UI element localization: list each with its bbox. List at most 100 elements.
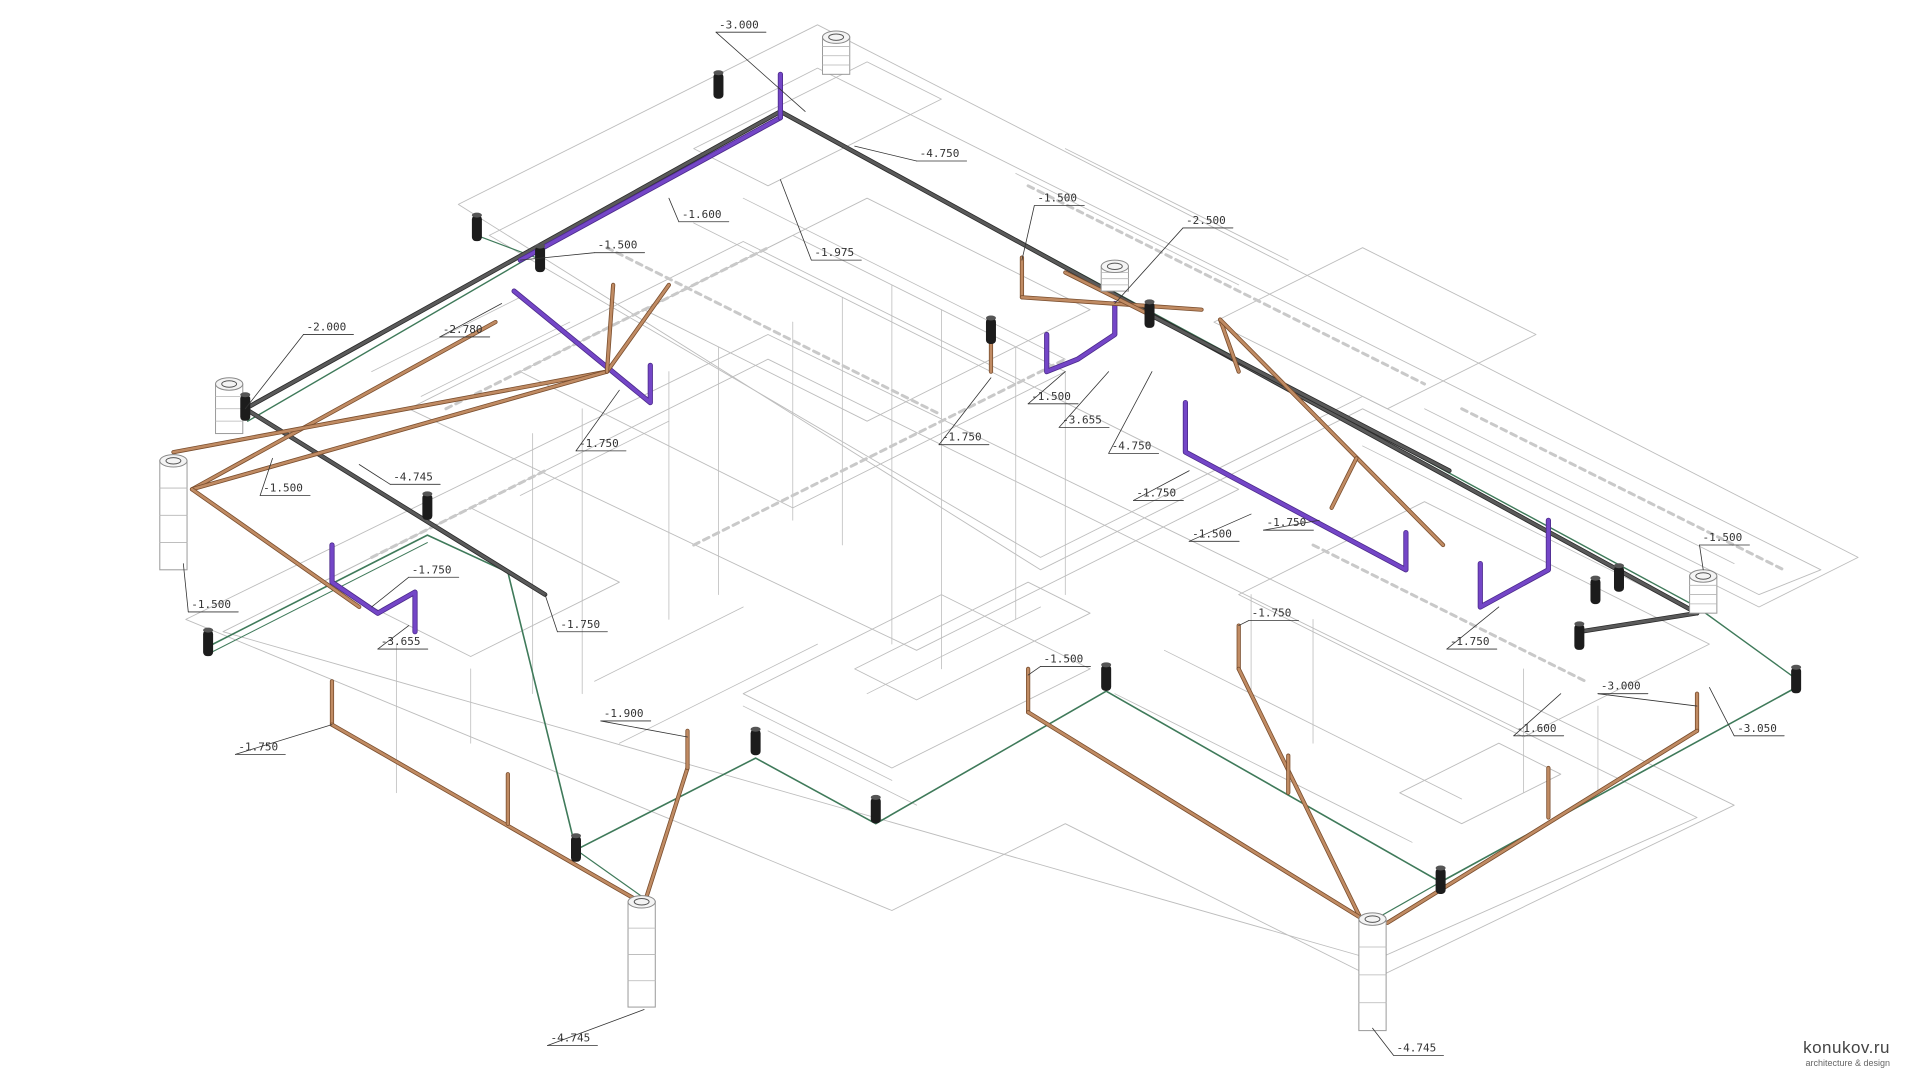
purple-pipe-left-diagonal-core	[512, 289, 653, 405]
elevation-label: -1.500	[519, 239, 645, 261]
downpipe-fixture-top	[713, 70, 724, 76]
well-front	[627, 895, 656, 1008]
perimeter-line-front-offset	[207, 542, 428, 655]
elevation-label-text: -2.500	[1186, 214, 1226, 227]
elevation-label: -4.745	[547, 1009, 645, 1046]
drain-pipe-core	[1218, 318, 1445, 547]
elevation-label-text: -1.750	[1136, 486, 1176, 499]
purple-pipe-center-core	[1044, 301, 1117, 374]
downpipe-fixture-top	[240, 392, 251, 398]
downpipe-fixture-top	[471, 212, 482, 218]
well-far-right	[1689, 569, 1718, 614]
elevation-label: -1.750	[575, 389, 627, 452]
header-pipe-left-run-core	[243, 407, 547, 597]
beam-row	[1460, 407, 1786, 572]
downpipe-fixture	[750, 729, 761, 756]
elevation-label-text: -4.745	[551, 1032, 591, 1045]
purple-pipe-rear-core	[518, 115, 783, 262]
structure-outline	[1399, 742, 1562, 825]
label-leader	[854, 145, 918, 162]
structure-line	[1424, 408, 1735, 565]
elevation-label-text: -1.500	[191, 598, 231, 611]
downpipe-fixture-top	[985, 315, 996, 321]
elevation-label: -3.050	[1709, 687, 1785, 737]
label-leader	[1699, 544, 1704, 571]
label-leader	[1372, 1027, 1394, 1056]
structure-line	[742, 197, 1066, 360]
label-leader	[544, 594, 558, 633]
drain-pipe-core	[1026, 710, 1371, 925]
purple-pipe-far-right-core	[1478, 518, 1551, 609]
structure-line	[693, 222, 1017, 385]
downpipe-fixture-top	[870, 794, 881, 800]
elevation-label-text: -1.750	[1252, 607, 1292, 620]
elevation-label: -3.655	[1058, 371, 1110, 428]
elevation-label: -2.780	[439, 303, 503, 338]
elevation-label-text: -1.500	[1703, 531, 1743, 544]
well-rear-center	[1100, 259, 1129, 292]
label-leader	[600, 720, 688, 738]
brand-tagline: architecture & design	[1805, 1058, 1890, 1068]
drain-pipe-core	[1386, 729, 1699, 925]
well-cap-inner	[1364, 915, 1381, 923]
label-leader	[1238, 620, 1250, 626]
purple-pipe-center	[1044, 300, 1118, 375]
elevation-label-text: -1.500	[263, 482, 303, 495]
label-leader	[371, 576, 410, 608]
drain-pipe-core	[1020, 295, 1203, 311]
elevation-label: -2.000	[244, 320, 354, 410]
elevation-label: -1.975	[779, 179, 862, 261]
elevation-label: -3.655	[377, 625, 429, 650]
label-leader	[938, 377, 992, 446]
elevation-label: -1.500	[1699, 531, 1750, 571]
elevation-label-text: -2.780	[443, 323, 483, 336]
label-leader	[1027, 666, 1041, 676]
elevation-label: -1.750	[544, 594, 608, 633]
label-leader	[1597, 693, 1698, 707]
elevation-label-text: -1.600	[1517, 722, 1557, 735]
label-leader	[182, 563, 189, 613]
elevation-label: -1.750	[1263, 516, 1320, 531]
label-leader	[1709, 687, 1735, 737]
downpipe-fixture-top	[203, 627, 214, 633]
elevation-label-text: -4.745	[1397, 1041, 1437, 1054]
elevation-label-text: -3.050	[1737, 722, 1777, 735]
elevation-label-text: -3.000	[719, 18, 759, 31]
structure-outline	[457, 24, 1859, 608]
perimeter-line-front	[207, 534, 1797, 883]
well-cap	[1358, 912, 1387, 926]
structure-line	[1114, 693, 1413, 843]
label-leader	[715, 31, 806, 112]
downpipe-fixture-top	[1613, 563, 1624, 569]
drain-pipe-core	[642, 766, 689, 906]
downpipe-fixture-top	[1590, 575, 1601, 581]
well-cap-inner	[1106, 262, 1123, 271]
elevation-label-text: -1.500	[1044, 652, 1084, 665]
elevation-label-text: -1.750	[1266, 516, 1306, 529]
well-cap-inner	[828, 33, 845, 41]
downpipe-fixture-top	[1574, 621, 1585, 627]
label-leader	[1446, 606, 1500, 650]
well-right	[1358, 912, 1387, 1032]
brand-watermark: konukov.ru architecture & design	[1803, 1038, 1890, 1068]
elevation-label-text: -1.750	[560, 618, 600, 631]
perimeter-link	[575, 849, 645, 899]
elevation-label-text: -2.000	[306, 320, 346, 333]
downpipe-fixture	[1574, 623, 1585, 650]
elevation-label: -1.500	[1021, 192, 1085, 261]
structure-line	[594, 606, 744, 682]
elevation-label: -1.750	[1238, 607, 1300, 626]
well-cap	[159, 454, 188, 468]
elevation-label-text: -1.500	[1192, 527, 1232, 540]
purple-pipe-left-bay-core	[330, 543, 417, 634]
drain-pipe-core	[1330, 457, 1358, 510]
structure-outline	[1213, 247, 1537, 410]
downpipe-fixture-top	[1791, 664, 1802, 670]
label-leader	[259, 457, 273, 496]
drain-pipe-core	[1063, 271, 1154, 318]
structure-outline	[1238, 501, 1710, 738]
elevation-label: -1.750	[371, 563, 460, 608]
structure-line	[519, 420, 670, 496]
beam-row	[444, 246, 770, 411]
beam-row	[370, 469, 547, 559]
